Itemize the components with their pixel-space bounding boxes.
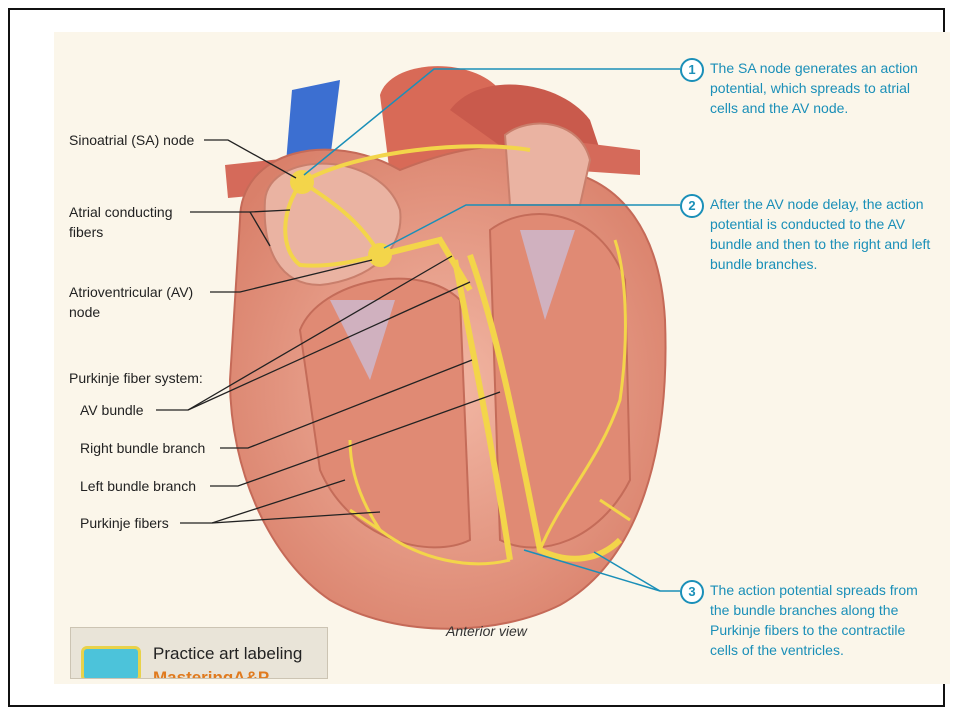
step-2: 2 After the AV node delay, the action po… [680,194,932,274]
hand-cursor-icon[interactable] [81,646,141,679]
step-1-number: 1 [680,58,704,82]
label-right-bundle-branch: Right bundle branch [80,438,205,458]
label-av-bundle: AV bundle [80,400,144,420]
step-3: 3 The action potential spreads from the … [680,580,932,660]
practice-label[interactable]: Practice art labeling [153,644,302,664]
label-sa-node: Sinoatrial (SA) node [69,130,194,150]
step-3-number: 3 [680,580,704,604]
label-purkinje-fibers: Purkinje fibers [80,513,169,533]
label-left-bundle-branch: Left bundle branch [80,476,196,496]
step-2-number: 2 [680,194,704,218]
step-2-text: After the AV node delay, the action pote… [710,194,932,274]
label-atrial-fibers: Atrial conducting fibers [69,202,194,242]
callout-line-3b [594,552,660,591]
step-1: 1 The SA node generates an action potent… [680,58,932,118]
label-av-node: Atrioventricular (AV) node [69,282,214,322]
label-purkinje-system: Purkinje fiber system: [69,368,203,388]
view-caption: Anterior view [446,623,527,639]
practice-sub-label[interactable]: MasteringA&P [153,668,269,679]
step-3-text: The action potential spreads from the bu… [710,580,932,660]
step-1-text: The SA node generates an action potentia… [710,58,932,118]
practice-art-labeling-panel[interactable]: Practice art labeling MasteringA&P [70,627,328,679]
